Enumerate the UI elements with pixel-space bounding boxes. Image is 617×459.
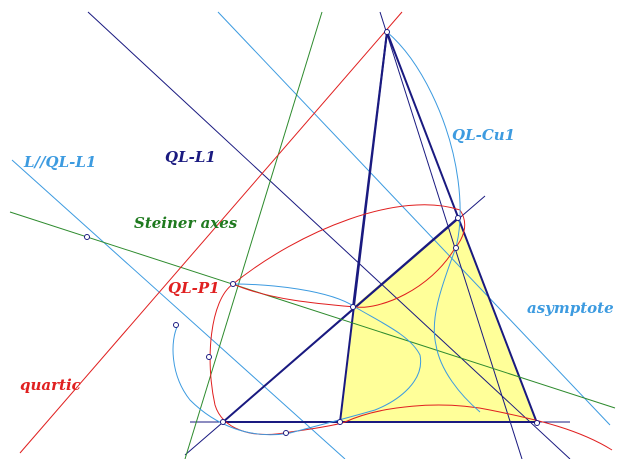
label-asymptote: asymptote bbox=[527, 299, 614, 317]
line-ql-l1 bbox=[87, 11, 571, 459]
point-base-center bbox=[337, 419, 343, 425]
quartic-curve-loop bbox=[209, 283, 346, 435]
label-ll-ql-l1: L//QL-L1 bbox=[23, 153, 96, 171]
point-right-upper bbox=[455, 215, 461, 221]
line-vertical bbox=[379, 11, 523, 459]
label-ql-l1: QL-L1 bbox=[165, 148, 216, 166]
point-base-left bbox=[220, 419, 226, 425]
label-quartic: quartic bbox=[20, 376, 81, 394]
point-base-right bbox=[534, 420, 540, 426]
label-ql-cu1: QL-Cu1 bbox=[452, 126, 515, 144]
point-inner bbox=[350, 304, 356, 310]
point-ll-ql-l1 bbox=[84, 234, 90, 240]
line-asymptote bbox=[217, 11, 611, 426]
line-ll-ql-l1 bbox=[11, 159, 346, 459]
triangle-cevian-left bbox=[352, 31, 388, 308]
triangle-side-right bbox=[386, 31, 538, 424]
quartic-curve-right bbox=[344, 404, 613, 451]
point-apex bbox=[384, 29, 390, 35]
steiner-axis-1 bbox=[184, 11, 323, 459]
steiner-axis-2 bbox=[9, 211, 616, 409]
line-red bbox=[19, 11, 403, 454]
point-base-mid bbox=[283, 430, 289, 436]
triangle-side-inner bbox=[222, 217, 459, 423]
point-left-curve bbox=[173, 322, 179, 328]
point-green-axis bbox=[206, 354, 212, 360]
point-ql-p1 bbox=[230, 281, 236, 287]
inner-triangle bbox=[340, 218, 537, 423]
label-steiner-axes: Steiner axes bbox=[134, 214, 238, 232]
point-right-mid bbox=[453, 245, 459, 251]
label-ql-p1: QL-P1 bbox=[168, 279, 220, 297]
